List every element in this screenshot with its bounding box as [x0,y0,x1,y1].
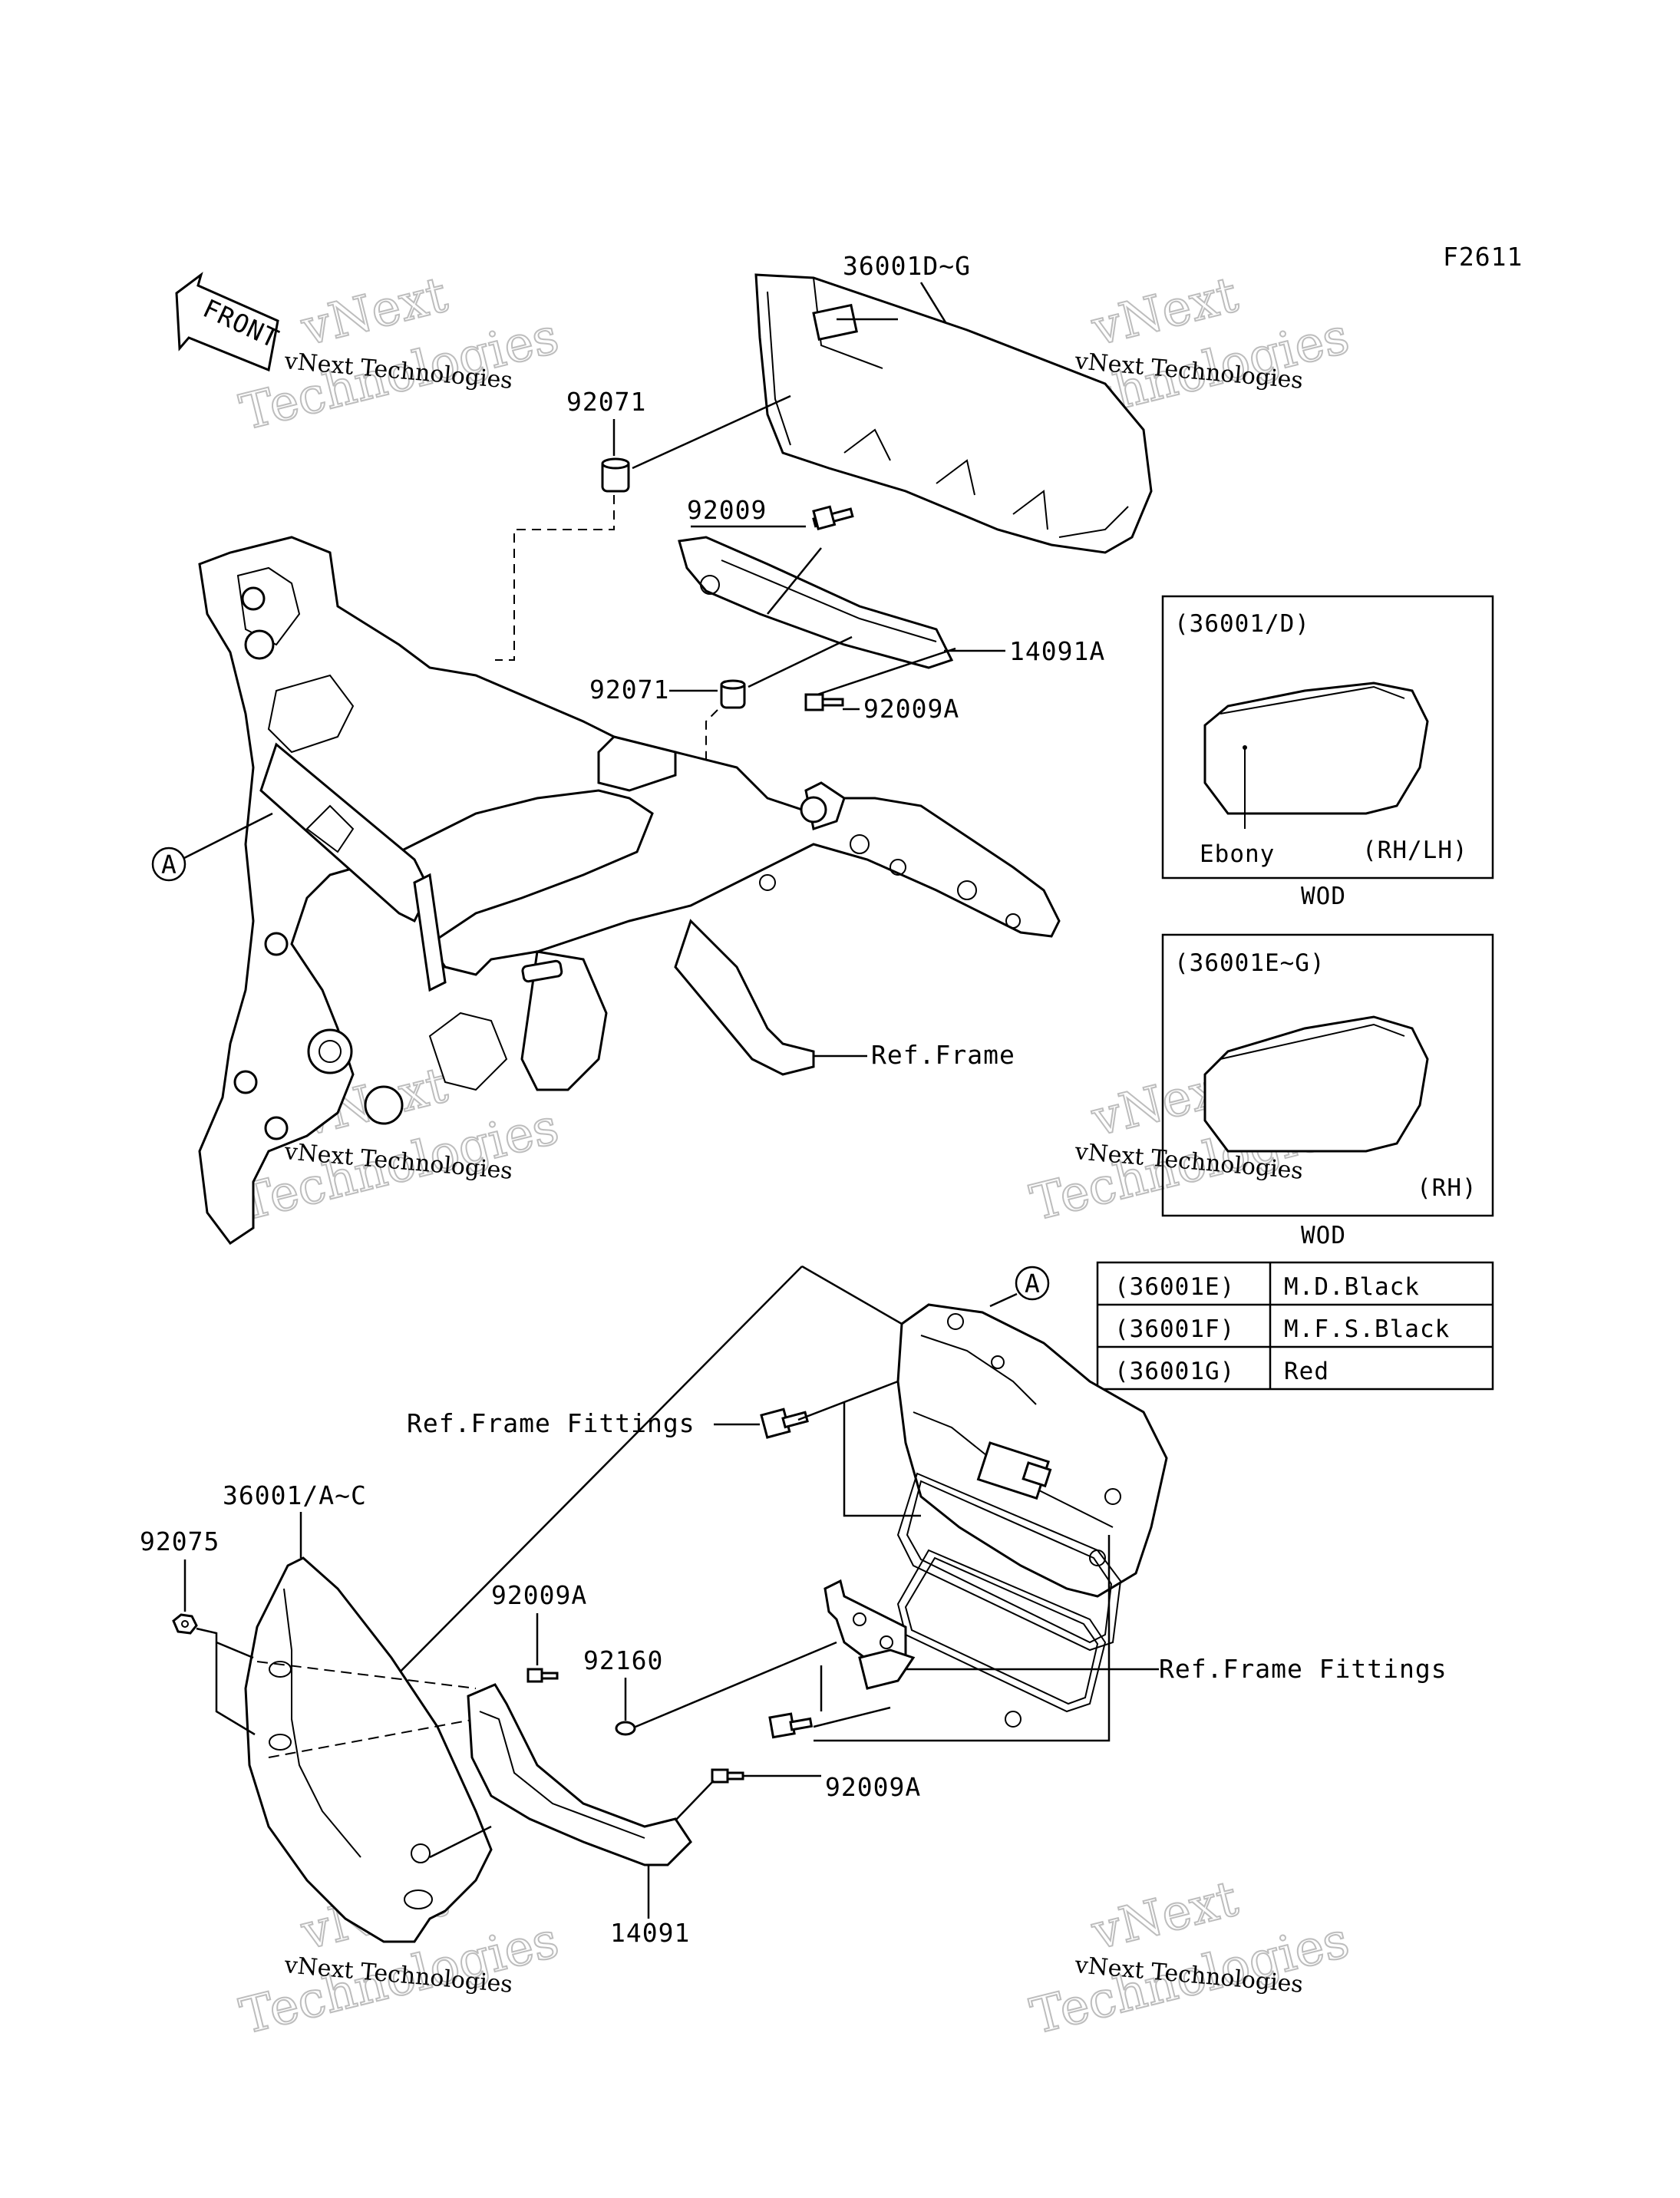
callout-92075: 92075 [140,1526,219,1556]
svg-text:(RH/LH): (RH/LH) [1362,837,1468,864]
inset1-market: WOD [1301,883,1346,910]
table-row-color: Red [1284,1358,1329,1385]
side-cover-upper-drawing [754,273,1153,554]
table-row-color: M.F.S.Black [1284,1315,1450,1343]
callout-92071-top: 92071 [566,387,646,417]
callout-ref-frame-fittings-lower: Ref.Frame Fittings [1159,1654,1447,1684]
svg-text:(36001E~G): (36001E~G) [1174,949,1325,977]
figure-code: F2611 [1443,242,1523,272]
frame-drawing [198,536,1061,1246]
svg-text:(36001/D): (36001/D) [1174,610,1310,638]
fitting-plate-drawing [823,1579,916,1690]
bracket-14091a-drawing [678,536,954,669]
table-row-code: (36001E) [1114,1273,1235,1301]
grommet-upper [601,457,630,493]
bolt-92009a-lower [711,1768,744,1784]
bolt-ref-frame-upper [760,1408,809,1439]
nut-92075 [172,1613,198,1635]
callout-92009a-middle: 92009A [491,1580,587,1610]
callout-ref-frame-fittings-upper: Ref.Frame Fittings [407,1408,695,1438]
callout-92009a-lower: 92009A [825,1772,921,1802]
callout-ref-frame: Ref.Frame [871,1040,1015,1070]
marker-a-frame [151,847,186,882]
bolt-92009a-upper [804,693,844,711]
bolt-ref-frame-lower [768,1712,814,1739]
gasket-drawing [896,1472,1122,1652]
callout-92160: 92160 [583,1645,663,1675]
callout-14091a: 14091A [1009,636,1105,666]
callout-92009a-upper: 92009A [863,694,959,724]
table-row-code: (36001G) [1114,1358,1235,1385]
front-arrow-icon: FRONT [175,272,284,372]
inset2-market: WOD [1301,1222,1346,1249]
marker-a-lower [1015,1266,1050,1301]
grommet-lower [720,679,746,709]
svg-text:A: A [161,850,177,880]
callout-92009: 92009 [687,495,767,525]
inset-36001d: (36001/D) Ebony (RH/LH) [1161,595,1494,880]
bracket-14091-drawing [467,1683,692,1866]
table-row-code: (36001F) [1114,1315,1235,1343]
side-cover-lower-drawing [244,1556,493,1943]
table-row-color: M.D.Black [1284,1273,1420,1301]
svg-text:A: A [1025,1269,1041,1299]
callout-14091: 14091 [610,1918,690,1948]
seal-drawing [896,1549,1107,1728]
svg-text:(RH): (RH) [1417,1174,1477,1202]
bolt-92009 [812,505,854,531]
bolt-92009a-middle [526,1668,559,1683]
callout-92071-lower: 92071 [589,675,669,705]
inset-36001eg: (36001E~G) (RH) [1161,933,1494,1217]
washer-92160 [615,1721,636,1736]
callout-36001dg: 36001D~G [843,251,971,281]
color-table: (36001E) M.D.Black (36001F) M.F.S.Black … [1096,1261,1494,1391]
svg-text:Ebony: Ebony [1200,840,1275,868]
battery-case-drawing [896,1303,1168,1598]
callout-36001ac: 36001/A~C [223,1480,367,1510]
